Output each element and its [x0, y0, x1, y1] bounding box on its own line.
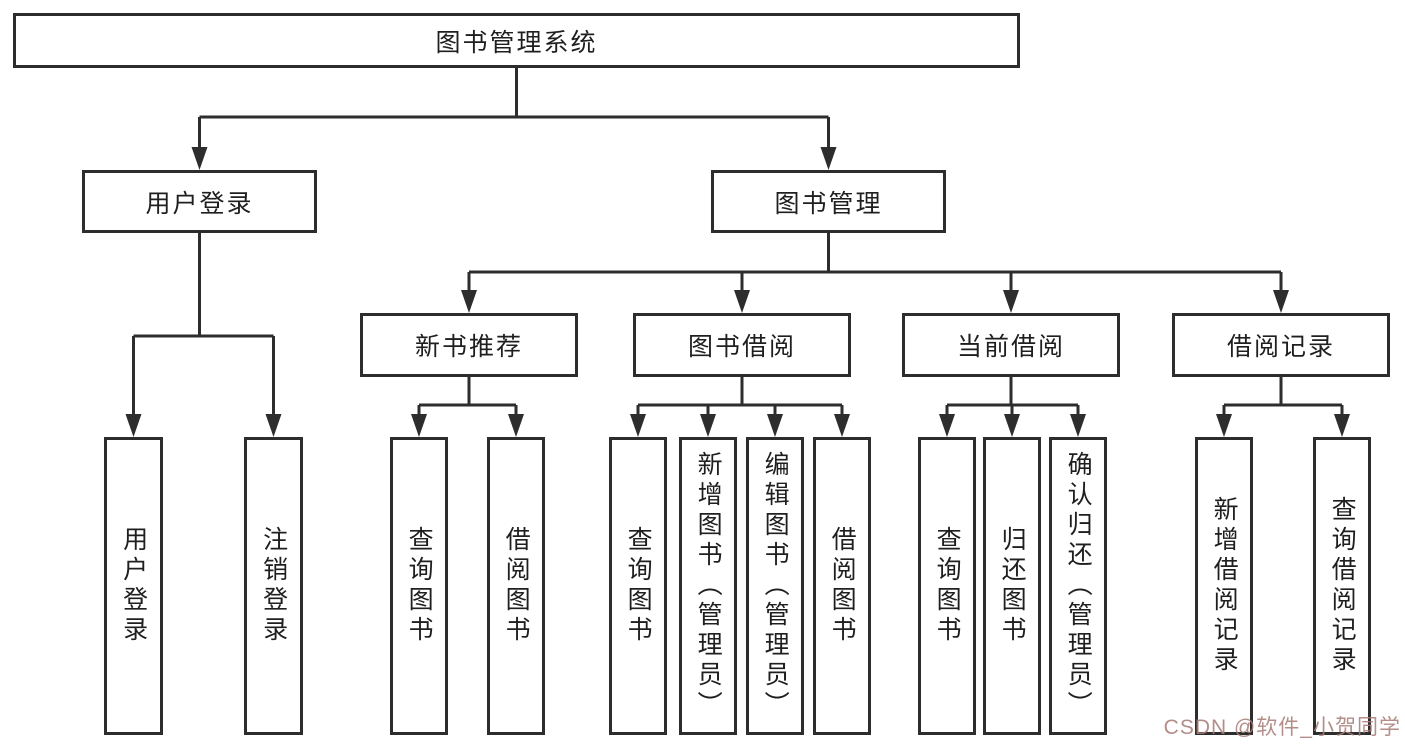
node-leaf-edit-books-admin: 编辑图书（管理员） — [746, 437, 804, 735]
arrowhead — [630, 414, 646, 437]
arrowhead — [411, 414, 427, 437]
node-label: 图书管理 — [774, 189, 883, 218]
node-borrowing-records: 借阅记录 — [1172, 313, 1390, 377]
arrowhead — [1070, 414, 1086, 437]
arrowhead — [834, 414, 850, 437]
node-leaf-add-borrow-record: 新增借阅记录 — [1195, 437, 1253, 735]
arrowhead — [1216, 414, 1232, 437]
node-leaf-user-login: 用户登录 — [104, 437, 163, 735]
arrowhead — [1004, 414, 1020, 437]
node-new-book-recommendation: 新书推荐 — [360, 313, 578, 377]
node-leaf-query-books-2: 查询图书 — [609, 437, 667, 735]
connector-arrowheads — [125, 147, 1350, 437]
node-label: 借阅记录 — [1226, 333, 1335, 361]
node-label: 用户登录 — [119, 526, 148, 646]
node-label: 查询图书 — [405, 526, 434, 646]
node-label: 新增图书（管理员） — [694, 451, 723, 721]
arrowhead — [191, 147, 208, 170]
node-label: 确认归还（管理员） — [1064, 451, 1093, 721]
node-label: 注销登录 — [259, 526, 288, 646]
node-leaf-query-books-3: 查询图书 — [918, 437, 976, 735]
arrowhead — [734, 290, 750, 313]
node-label: 当前借阅 — [956, 333, 1065, 361]
node-label: 借阅图书 — [828, 526, 857, 646]
node-leaf-borrow-books-1: 借阅图书 — [487, 437, 545, 735]
tree-connectors-path — [132, 68, 1344, 417]
node-label: 查询图书 — [624, 526, 653, 646]
connector-lines — [132, 68, 1344, 417]
arrowhead — [508, 414, 524, 437]
arrowhead — [1003, 290, 1019, 313]
arrowhead — [700, 414, 716, 437]
node-label: 图书管理系统 — [435, 28, 598, 57]
arrowhead — [820, 147, 837, 170]
node-book-borrowing: 图书借阅 — [633, 313, 851, 377]
node-user-login-branch: 用户登录 — [82, 170, 317, 233]
node-label: 新书推荐 — [414, 333, 523, 361]
node-leaf-logout: 注销登录 — [244, 437, 303, 735]
node-label: 借阅图书 — [502, 526, 531, 646]
node-book-management-branch: 图书管理 — [711, 170, 946, 233]
node-label: 查询借阅记录 — [1328, 496, 1357, 676]
arrowhead — [125, 414, 142, 437]
node-leaf-add-books-admin: 新增图书（管理员） — [679, 437, 737, 735]
node-label: 归还图书 — [998, 526, 1027, 646]
arrowhead — [1273, 290, 1289, 313]
arrowhead — [767, 414, 783, 437]
node-leaf-query-books-1: 查询图书 — [390, 437, 448, 735]
node-label: 图书借阅 — [687, 333, 796, 361]
node-leaf-query-borrow-record: 查询借阅记录 — [1313, 437, 1371, 735]
node-system-root: 图书管理系统 — [13, 13, 1020, 68]
node-leaf-borrow-books-2: 借阅图书 — [813, 437, 871, 735]
node-label: 用户登录 — [145, 189, 254, 218]
arrowhead — [1334, 414, 1350, 437]
arrowhead — [461, 290, 477, 313]
node-leaf-return-books: 归还图书 — [983, 437, 1041, 735]
arrowhead — [939, 414, 955, 437]
arrowhead — [265, 414, 282, 437]
node-label: 查询图书 — [933, 526, 962, 646]
node-label: 编辑图书（管理员） — [761, 451, 790, 721]
node-leaf-confirm-return-admin: 确认归还（管理员） — [1049, 437, 1107, 735]
node-current-borrowing: 当前借阅 — [902, 313, 1120, 377]
csdn-watermark: CSDN @软件_小贺同学 — [1163, 716, 1401, 739]
node-label: 新增借阅记录 — [1210, 496, 1239, 676]
